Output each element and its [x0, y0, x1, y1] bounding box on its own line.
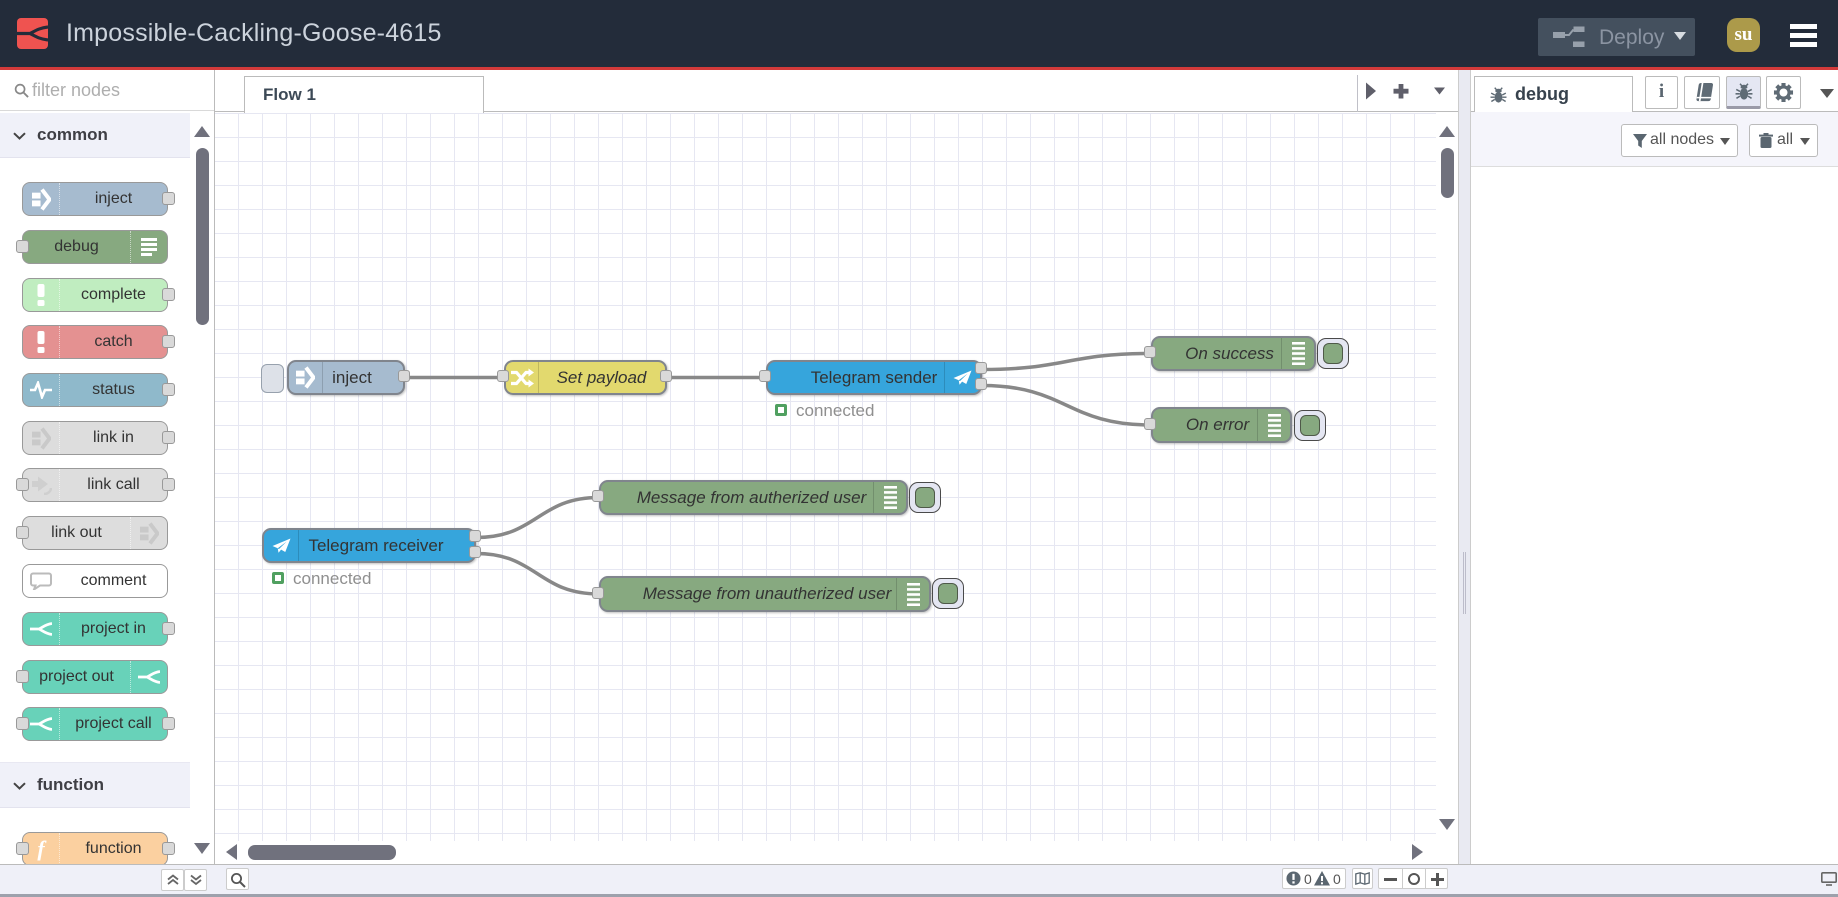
svg-text:f: f: [37, 837, 47, 861]
